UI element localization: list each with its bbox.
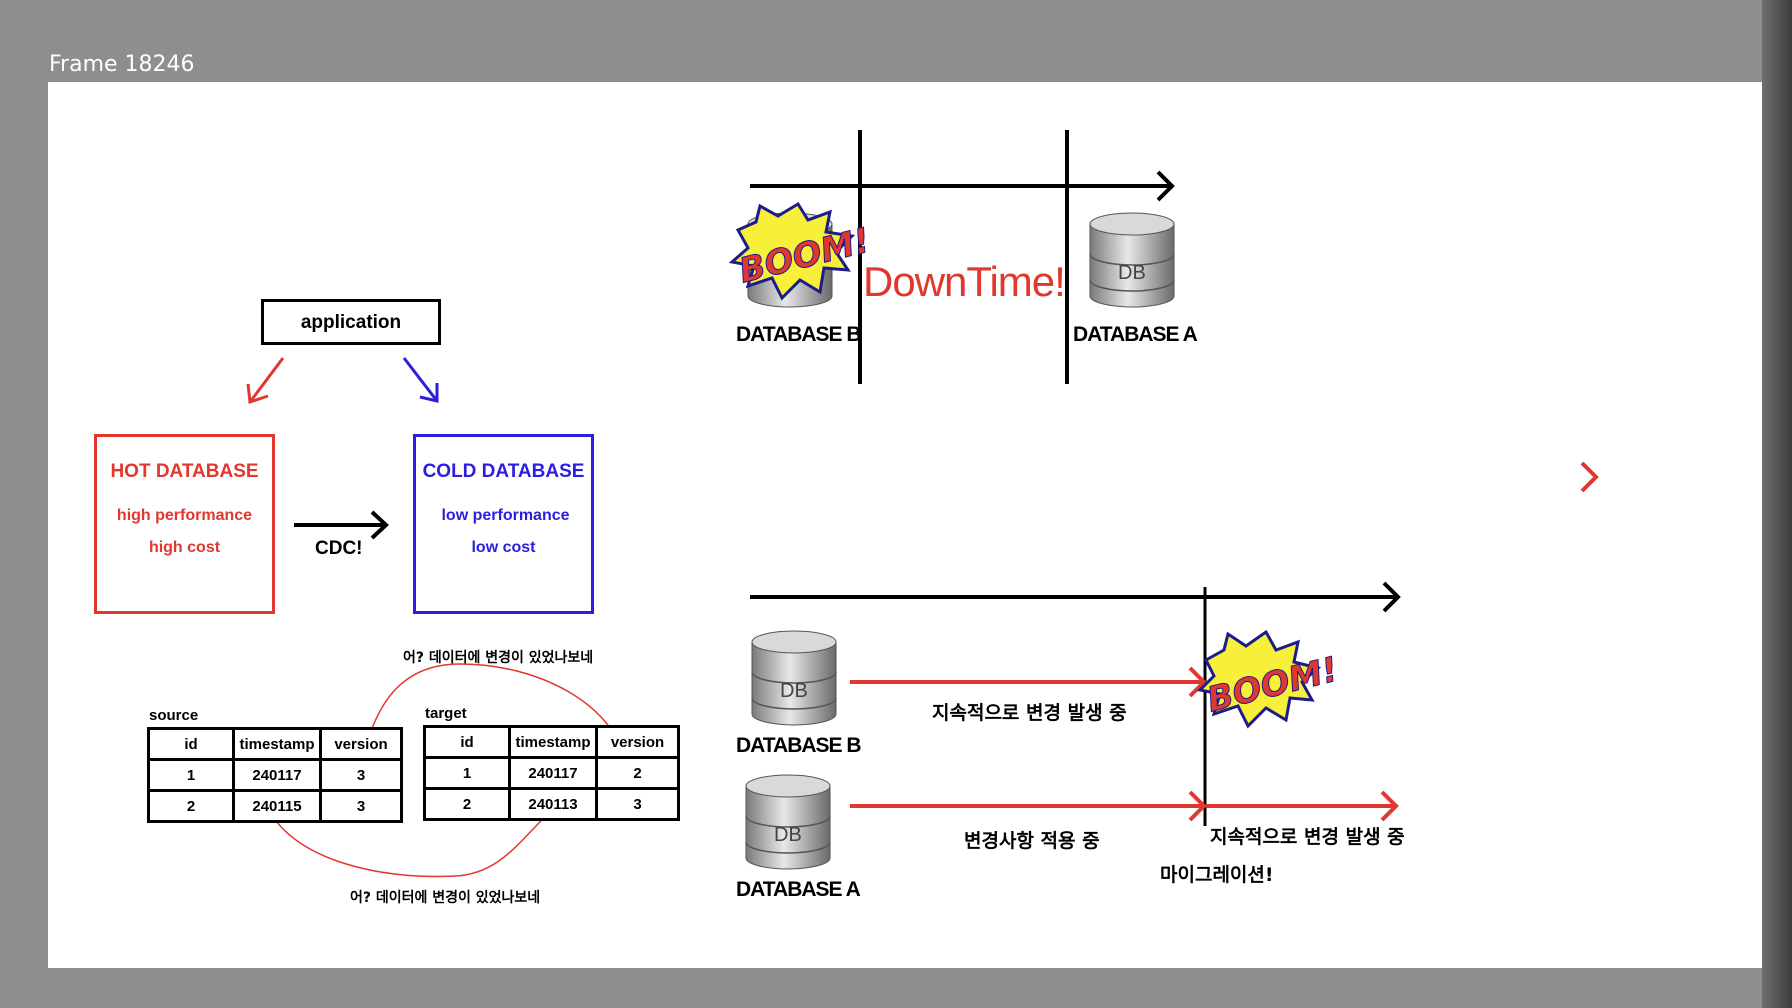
table-cell: 1 xyxy=(423,756,511,790)
source-table-label: source xyxy=(149,707,199,724)
table-cell: 240117 xyxy=(508,756,598,790)
hot-database-performance: high performance xyxy=(116,507,253,524)
target-table-label: target xyxy=(425,705,467,722)
db-icon-migration-b xyxy=(751,630,837,726)
downtime-database-b-label: DATABASE B xyxy=(736,323,862,346)
gradient-transition-arrow xyxy=(1328,461,1599,493)
continuous-change-label: 지속적으로 변경 발생 중 xyxy=(932,702,1127,724)
boom-burst-downtime xyxy=(728,201,856,301)
db-icon-text-downtime-a: DB xyxy=(1118,262,1146,284)
header-cell: version xyxy=(595,725,680,759)
annotation-curve-bottom xyxy=(271,811,551,878)
migration-database-b-label: DATABASE B xyxy=(736,734,862,757)
arrow-db-a-applying xyxy=(850,790,1207,822)
table-cell: 1 xyxy=(147,758,235,792)
header-cell: timestamp xyxy=(508,725,598,759)
hot-database-title: HOT DATABASE xyxy=(110,461,259,482)
migration-timeline-axis xyxy=(750,581,1401,826)
source-table: id timestamp version 1 240117 3 2 240115… xyxy=(147,727,403,823)
db-icon-text-migration-a: DB xyxy=(774,824,802,846)
table-cell: 2 xyxy=(595,756,680,790)
table-cell: 3 xyxy=(319,758,403,792)
note-top: 어? 데이터에 변경이 있었나보네 xyxy=(403,650,594,666)
downtime-database-a-label: DATABASE A xyxy=(1073,323,1198,346)
table-row: 2 240115 3 xyxy=(147,789,403,823)
migration-label: 마이그레이션! xyxy=(1160,864,1274,886)
hot-database-cost: high cost xyxy=(148,539,221,556)
downtime-timeline-axis xyxy=(750,130,1175,384)
table-row: 1 240117 2 xyxy=(423,756,680,790)
cdc-label: CDC! xyxy=(315,538,363,559)
target-table: id timestamp version 1 240117 2 2 240113… xyxy=(423,725,680,821)
arrow-db-a-continuous xyxy=(1206,790,1399,822)
application-label: application xyxy=(300,312,402,333)
table-cell: 3 xyxy=(319,789,403,823)
table-header-row: id timestamp version xyxy=(147,727,403,761)
note-bottom: 어? 데이터에 변경이 있었나보네 xyxy=(350,890,541,906)
table-cell: 240117 xyxy=(232,758,322,792)
table-header-row: id timestamp version xyxy=(423,725,680,759)
table-cell: 2 xyxy=(147,789,235,823)
side-panel-edge xyxy=(1762,0,1792,1008)
hot-database-box: HOT DATABASE high performance high cost xyxy=(94,434,275,614)
downtime-label: DownTime! xyxy=(863,258,1066,305)
header-cell: timestamp xyxy=(232,727,322,761)
header-cell: id xyxy=(423,725,511,759)
boom-burst-migration xyxy=(1196,629,1322,729)
table-cell: 2 xyxy=(423,787,511,821)
table-row: 1 240117 3 xyxy=(147,758,403,792)
arrow-app-to-cold xyxy=(402,357,439,403)
db-icon-migration-a xyxy=(745,774,831,870)
continuous-change-after-label: 지속적으로 변경 발생 중 xyxy=(1210,826,1405,848)
table-cell: 240113 xyxy=(508,787,598,821)
frame-title: Frame 18246 xyxy=(49,52,195,77)
applying-changes-label: 변경사항 적용 중 xyxy=(964,830,1100,852)
cold-database-performance: low performance xyxy=(441,507,570,524)
cold-database-cost: low cost xyxy=(471,539,536,556)
arrow-app-to-hot xyxy=(246,357,285,405)
application-box: application xyxy=(261,299,441,345)
migration-database-a-label: DATABASE A xyxy=(736,878,861,901)
header-cell: version xyxy=(319,727,403,761)
arrow-db-b-changes xyxy=(850,666,1207,698)
table-cell: 3 xyxy=(595,787,680,821)
cdc-arrow xyxy=(294,510,389,540)
cold-database-box: COLD DATABASE low performance low cost xyxy=(413,434,594,614)
table-row: 2 240113 3 xyxy=(423,787,680,821)
db-icon-text-migration-b: DB xyxy=(780,680,808,702)
table-cell: 240115 xyxy=(232,789,322,823)
db-icon-downtime-a xyxy=(1089,212,1175,308)
cold-database-title: COLD DATABASE xyxy=(422,461,585,482)
header-cell: id xyxy=(147,727,235,761)
